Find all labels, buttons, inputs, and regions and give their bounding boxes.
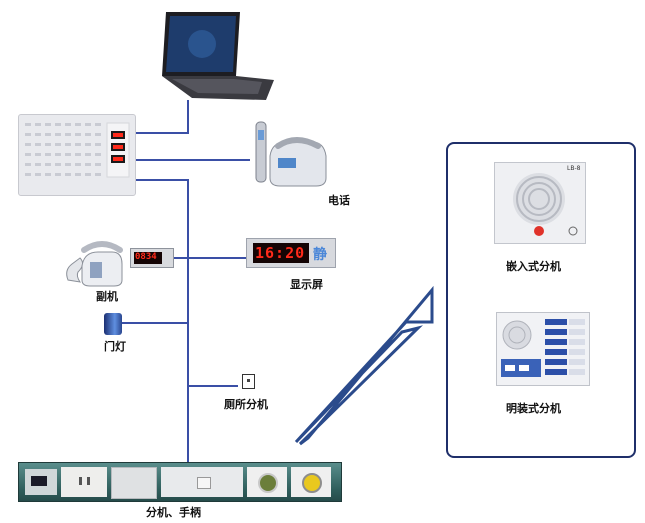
bedhead-panel	[18, 462, 342, 502]
remote-units-frame	[446, 142, 636, 458]
toilet-unit-icon	[242, 374, 255, 389]
surface-intercom-icon	[496, 312, 590, 386]
panel-module-call-green	[247, 467, 287, 497]
phone-label: 电话	[328, 194, 350, 207]
wire-main-trunk	[132, 179, 189, 462]
panel-module-reader	[25, 469, 57, 495]
display-label: 显示屏	[290, 278, 323, 291]
master-console-icon	[18, 114, 136, 196]
door-light-icon	[104, 313, 122, 335]
embedded-intercom-icon: LB-8	[494, 162, 586, 244]
sub-unit-phone-icon	[62, 236, 126, 290]
desk-phone-icon	[246, 116, 328, 190]
toilet-unit-label: 厕所分机	[224, 398, 268, 411]
sub-unit-display: 0834	[130, 248, 174, 268]
wire-laptop	[136, 100, 189, 134]
panel-module-switch	[161, 467, 243, 497]
sub-display-text: 0834	[135, 252, 157, 262]
laptop-icon	[162, 10, 276, 102]
sub-unit-label: 副机	[96, 290, 118, 303]
panel-module-blank	[111, 467, 157, 499]
led-display-board: 16:20 静	[246, 238, 336, 268]
door-light-label: 门灯	[104, 340, 126, 353]
embedded-unit-label: 嵌入式分机	[506, 260, 561, 273]
display-time-text: 16:20	[255, 244, 306, 262]
panel-module-call-yellow	[291, 467, 331, 497]
embedded-model-text: LB-8	[567, 165, 581, 172]
panel-module-socket	[61, 467, 107, 497]
display-status-glyph: 静	[313, 247, 327, 263]
wireless-lightning-icon	[294, 285, 434, 446]
surface-unit-label: 明装式分机	[506, 402, 561, 415]
bedhead-label: 分机、手柄	[146, 506, 201, 519]
